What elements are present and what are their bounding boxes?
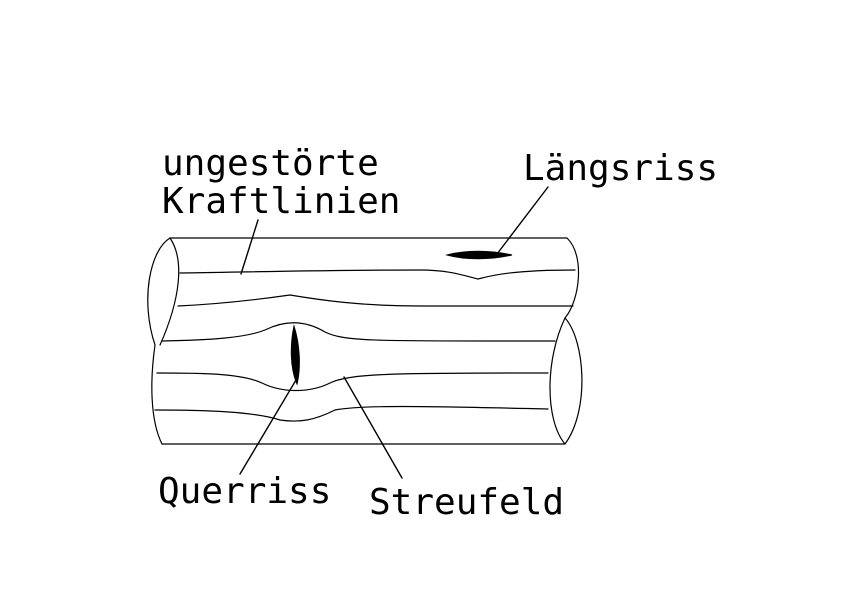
cylinder-body [147,237,583,445]
leader-stray [343,376,403,479]
flux-lines [154,269,576,422]
cylinder-right-end-lower [549,317,583,445]
flux-line-3 [161,322,556,342]
longitudinal-crack-mark [445,250,513,260]
label-transverse-crack: Querriss [158,471,331,512]
cylinder-left-end-inner [159,237,180,346]
label-stray-field: Streufeld [369,482,564,523]
transverse-crack-mark [290,324,300,386]
label-longitudinal-crack: Längsriss [523,148,718,189]
flux-line-4 [156,372,549,392]
leader-longitudinal [496,186,549,255]
label-undisturbed-line2: Kraftlinien [162,181,400,222]
cylinder-right-end [564,237,579,319]
flux-line-5 [154,405,549,422]
flux-line-2 [177,294,574,307]
flux-line-1 [179,269,576,280]
cylinder-left-end [147,237,171,445]
label-undisturbed-line1: ungestörte [162,143,379,184]
leader-transverse [239,379,297,475]
leader-undisturbed [240,219,259,275]
